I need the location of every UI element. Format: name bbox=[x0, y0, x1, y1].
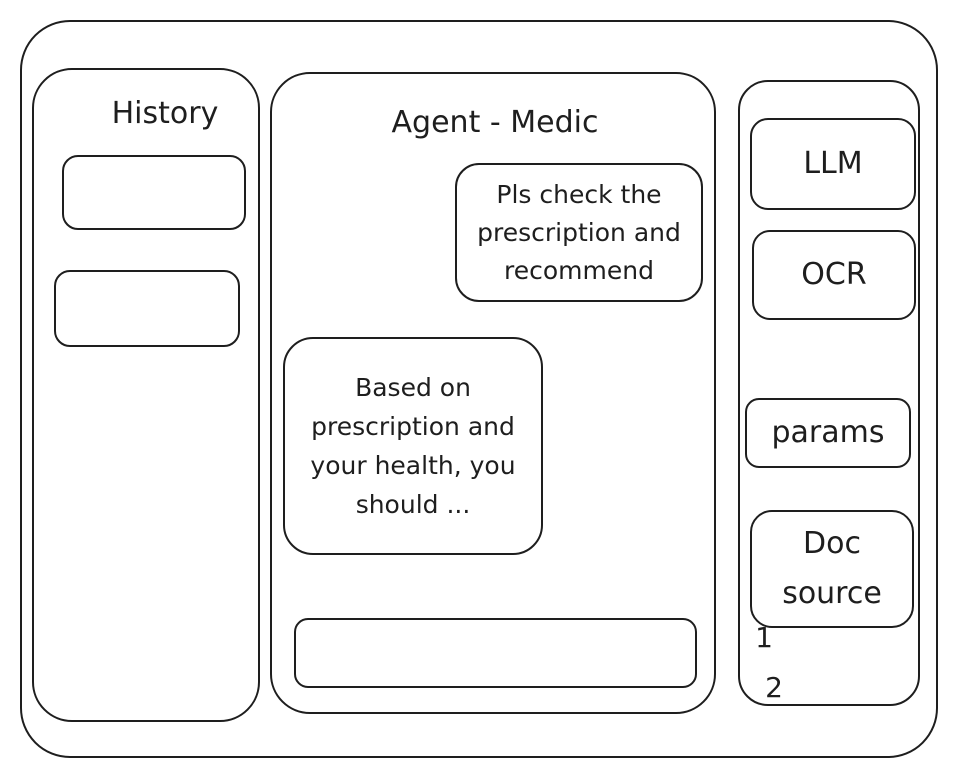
doc-source-item[interactable]: 2 bbox=[765, 671, 783, 704]
chat-title: Agent - Medic bbox=[391, 105, 599, 140]
history-item[interactable] bbox=[62, 155, 246, 230]
settings-panel bbox=[738, 80, 920, 706]
user-message: Pls check the prescription and recommend bbox=[455, 163, 703, 302]
chat-input[interactable] bbox=[294, 618, 697, 688]
chat-panel bbox=[270, 72, 716, 714]
history-item[interactable] bbox=[54, 270, 240, 347]
history-title: History bbox=[111, 96, 219, 131]
llm-button[interactable]: LLM bbox=[750, 118, 916, 210]
ocr-button[interactable]: OCR bbox=[752, 230, 916, 320]
history-panel bbox=[32, 68, 260, 722]
doc-source-item[interactable]: 1 bbox=[755, 621, 773, 654]
agent-message: Based on prescription and your health, y… bbox=[283, 337, 543, 555]
params-button[interactable]: params bbox=[745, 398, 911, 468]
doc-source-button[interactable]: Doc source bbox=[750, 510, 914, 628]
app-window bbox=[20, 20, 938, 758]
